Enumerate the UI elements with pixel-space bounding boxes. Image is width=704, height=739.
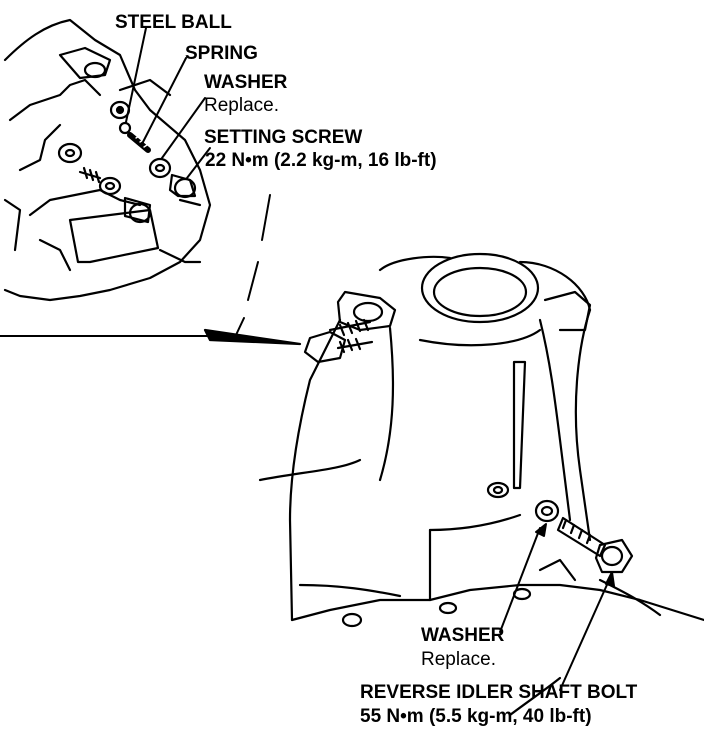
lower-leader-lines: [499, 523, 615, 691]
bolt-head: [594, 538, 634, 574]
upper-leader-lines: [125, 27, 211, 179]
bolt-leader: [559, 577, 611, 691]
label-setting-screw-torque: 22 N•m (2.2 kg-m, 16 lb-ft): [205, 150, 437, 171]
washer-ring: [534, 499, 560, 523]
label-washer-top: WASHER: [204, 72, 288, 93]
label-washer-bottom: WASHER: [421, 625, 505, 646]
label-steel-ball: STEEL BALL: [115, 12, 232, 33]
transmission-case: [258, 252, 704, 717]
washer-bottom-leader: [499, 527, 541, 633]
bolt-shank: [556, 516, 607, 558]
label-setting-screw: SETTING SCREW: [204, 127, 363, 148]
reverse-idler-bolt-assembly: [534, 499, 634, 574]
label-reverse-idler-shaft-bolt-torque: 55 N•m (5.5 kg-m, 40 lb-ft): [360, 706, 592, 727]
spring-leader: [142, 57, 187, 143]
setting-screw-leader: [186, 147, 211, 179]
label-spring: SPRING: [185, 43, 258, 64]
washer-top-leader: [161, 97, 206, 159]
label-washer-bottom-note: Replace.: [421, 649, 496, 670]
inset-callout-pointer: [0, 194, 302, 346]
label-reverse-idler-shaft-bolt: REVERSE IDLER SHAFT BOLT: [360, 682, 638, 703]
label-washer-top-note: Replace.: [204, 95, 279, 116]
inset-detail-view: [3, 18, 212, 302]
steel-ball-leader: [125, 27, 147, 123]
